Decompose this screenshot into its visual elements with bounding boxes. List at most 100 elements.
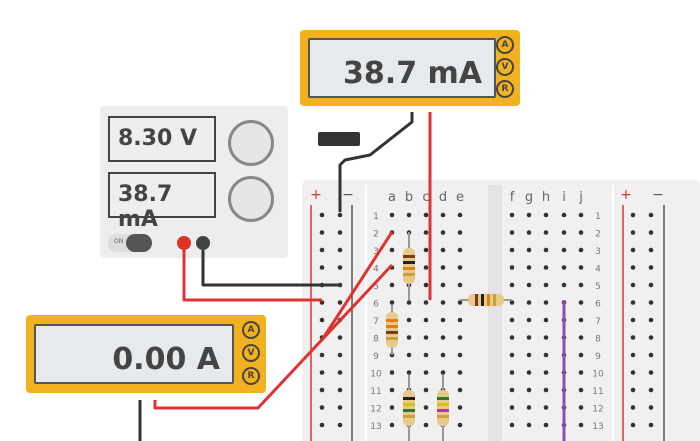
hole bbox=[648, 387, 654, 393]
hole bbox=[440, 282, 446, 288]
hole bbox=[543, 247, 549, 253]
hole bbox=[457, 212, 463, 218]
hole bbox=[630, 282, 636, 288]
hole bbox=[423, 405, 429, 410]
hole bbox=[578, 352, 584, 358]
voltage-display: 8.30 V bbox=[108, 116, 216, 162]
hole bbox=[578, 370, 584, 375]
hole bbox=[406, 300, 412, 305]
hole bbox=[509, 370, 515, 375]
hole bbox=[423, 370, 429, 375]
hole bbox=[561, 230, 567, 235]
hole bbox=[578, 387, 584, 393]
column-label: h bbox=[542, 190, 550, 205]
hole bbox=[578, 300, 584, 305]
power-switch[interactable]: ON bbox=[108, 234, 152, 252]
hole bbox=[440, 265, 446, 270]
hole bbox=[337, 230, 343, 235]
red-wire bbox=[320, 231, 394, 341]
hole bbox=[337, 370, 343, 375]
hole bbox=[630, 352, 636, 358]
voltage-knob[interactable] bbox=[228, 120, 274, 166]
hole bbox=[543, 317, 549, 323]
resistor-band bbox=[403, 415, 415, 418]
hole bbox=[561, 247, 567, 253]
negative-terminal[interactable] bbox=[196, 236, 210, 250]
resistor-band bbox=[403, 409, 415, 412]
hole bbox=[440, 247, 446, 253]
hole bbox=[509, 230, 515, 235]
hole bbox=[509, 335, 515, 340]
hole bbox=[630, 422, 636, 428]
hole bbox=[630, 387, 636, 393]
row-label: 5 bbox=[595, 282, 601, 292]
row-label: 9 bbox=[373, 352, 379, 362]
on-label: ON bbox=[114, 238, 124, 245]
switch bbox=[318, 132, 360, 146]
hole bbox=[406, 370, 412, 375]
voltmeter-mode-button[interactable]: V bbox=[496, 58, 514, 76]
hole bbox=[578, 405, 584, 410]
hole bbox=[630, 300, 636, 305]
voltmeter-mode-button[interactable]: V bbox=[242, 344, 260, 362]
resistor-band bbox=[403, 267, 415, 270]
ohmmeter-mode-button[interactable]: R bbox=[242, 367, 260, 385]
row-label: 6 bbox=[595, 300, 601, 310]
resistor-band bbox=[437, 397, 449, 400]
resistor bbox=[403, 248, 415, 284]
resistor bbox=[468, 294, 504, 306]
ammeter-mode-button[interactable]: A bbox=[242, 321, 260, 339]
hole bbox=[648, 317, 654, 323]
hole bbox=[543, 405, 549, 410]
row-label: 8 bbox=[595, 335, 601, 345]
hole bbox=[543, 370, 549, 375]
meter-reading: 0.00 A bbox=[34, 324, 234, 384]
positive-terminal[interactable] bbox=[177, 236, 191, 250]
hole bbox=[337, 300, 343, 305]
hole bbox=[423, 387, 429, 393]
hole bbox=[457, 387, 463, 393]
row-label: 5 bbox=[373, 282, 379, 292]
hole bbox=[337, 212, 343, 218]
hole bbox=[543, 352, 549, 358]
hole bbox=[543, 335, 549, 340]
hole bbox=[337, 352, 343, 358]
column-label: e bbox=[456, 190, 464, 205]
hole bbox=[423, 265, 429, 270]
hole bbox=[423, 282, 429, 288]
plus-label: + bbox=[310, 187, 322, 203]
hole bbox=[630, 405, 636, 410]
hole bbox=[578, 230, 584, 235]
hole bbox=[319, 230, 325, 235]
minus-label: − bbox=[652, 187, 664, 203]
hole bbox=[578, 265, 584, 270]
row-label: 4 bbox=[373, 265, 379, 275]
hole bbox=[457, 317, 463, 323]
hole bbox=[543, 387, 549, 393]
hole bbox=[578, 422, 584, 428]
hole bbox=[509, 387, 515, 393]
hole bbox=[543, 230, 549, 235]
column-label: f bbox=[510, 190, 515, 205]
ohmmeter-mode-button[interactable]: R bbox=[496, 80, 514, 98]
black-wire bbox=[201, 250, 340, 287]
row-label: 3 bbox=[373, 247, 379, 257]
hole bbox=[423, 212, 429, 218]
hole bbox=[440, 317, 446, 323]
resistor-band bbox=[403, 397, 415, 400]
hole bbox=[630, 212, 636, 218]
hole bbox=[337, 422, 343, 428]
hole bbox=[578, 282, 584, 288]
hole bbox=[319, 317, 325, 323]
row-label: 2 bbox=[595, 230, 601, 240]
hole bbox=[648, 265, 654, 270]
resistor-band bbox=[487, 294, 490, 306]
current-knob[interactable] bbox=[228, 176, 274, 222]
ammeter-mode-button[interactable]: A bbox=[496, 36, 514, 54]
hole bbox=[561, 265, 567, 270]
resistor bbox=[386, 312, 398, 348]
hole bbox=[319, 265, 325, 270]
hole bbox=[389, 247, 395, 253]
resistor-band bbox=[386, 319, 398, 322]
